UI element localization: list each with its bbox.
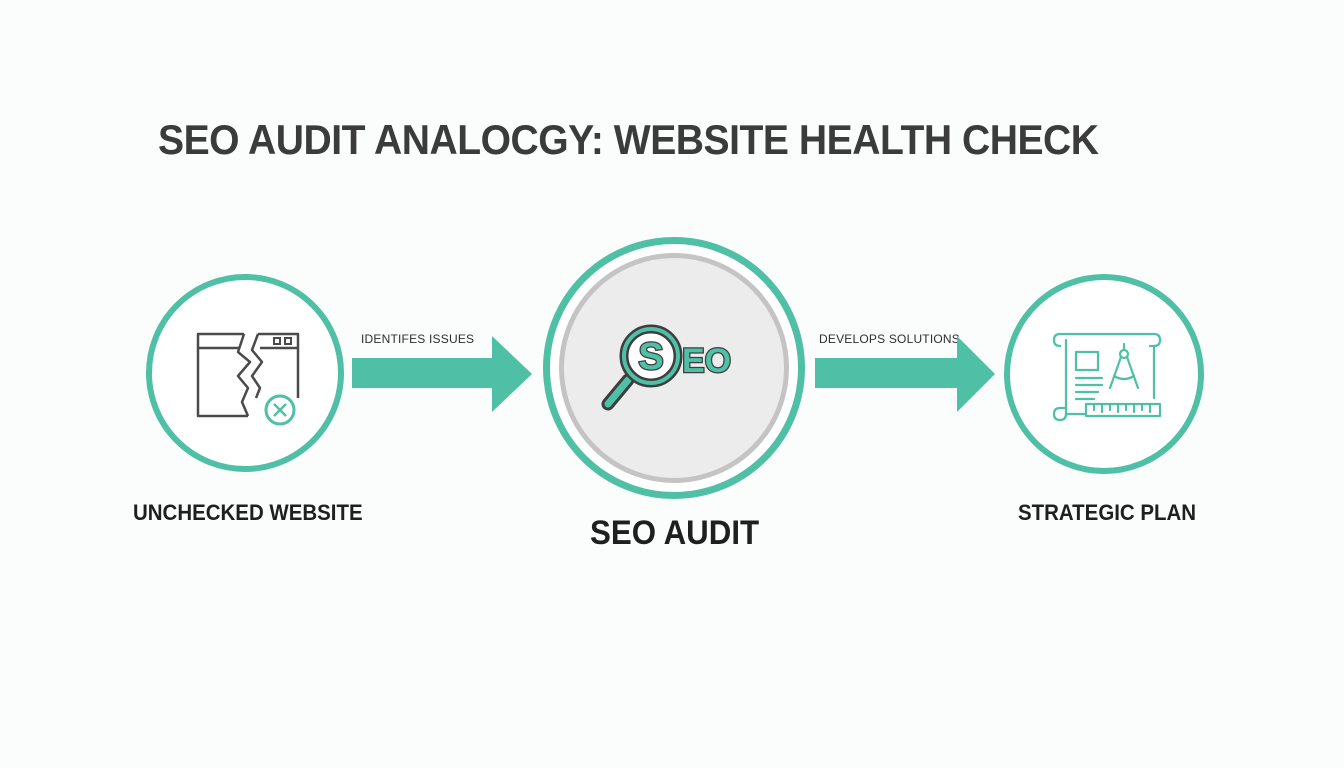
broken-website-icon <box>196 332 300 426</box>
arrow-right-icon <box>352 336 532 412</box>
edge-label-develops-solutions: DEVELOPS SOLUTIONS <box>819 332 960 346</box>
node-label-strategic-plan: STRATEGIC PLAN <box>1018 500 1197 525</box>
seo-magnifier-icon: S EO <box>601 324 732 411</box>
edge-label-identifies-issues: IDENTIFES ISSUES <box>361 332 475 346</box>
node-unchecked-website <box>146 274 344 472</box>
node-label-seo-audit: SEO AUDIT <box>590 514 760 552</box>
seo-eo-glyph: EO <box>682 342 731 380</box>
page-title: SEO AUDIT ANALOCGY: WEBSITE HEALTH CHECK <box>158 116 1099 163</box>
blueprint-plan-icon <box>1052 332 1162 422</box>
node-seo-audit: S EO <box>543 237 805 499</box>
seo-s-glyph: S <box>638 336 663 378</box>
arrow-right-icon <box>815 336 995 412</box>
node-label-unchecked-website: UNCHECKED WEBSITE <box>133 500 363 525</box>
node-strategic-plan <box>1004 274 1204 474</box>
